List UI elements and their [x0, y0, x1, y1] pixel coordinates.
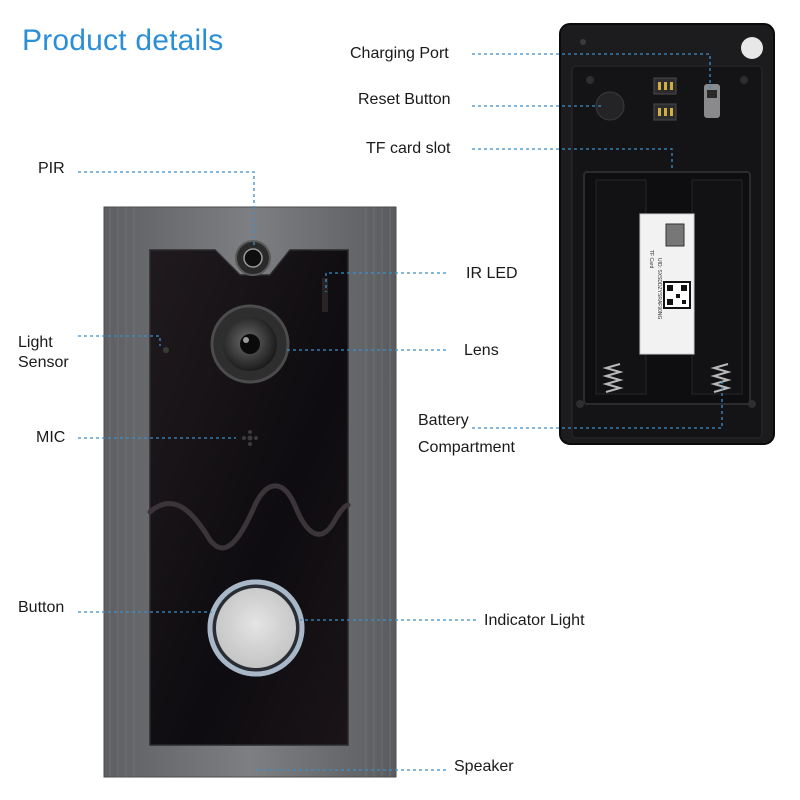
label-indicator-light: Indicator Light — [484, 612, 585, 629]
label-light-sensor: Light Sensor — [18, 333, 69, 373]
label-speaker: Speaker — [454, 758, 514, 775]
label-lens: Lens — [464, 342, 499, 359]
leader-pir — [78, 171, 255, 246]
card-brand: TF Card — [648, 250, 654, 269]
label-mic: MIC — [36, 429, 66, 446]
front-unit — [103, 206, 397, 778]
ir-led — [322, 278, 328, 312]
leader-tf-card — [472, 148, 673, 168]
sd-card-icon — [665, 223, 685, 247]
label-button: Button — [18, 599, 65, 616]
label-battery-compartment: Battery Compartment — [418, 407, 515, 461]
label-light-sensor-line1: Light — [18, 334, 53, 351]
bell-button — [216, 588, 296, 668]
page-title: Product details — [22, 24, 224, 57]
back-unit: TF Card UID: SXSDDZYSRAF90NG — [559, 23, 775, 445]
leader-lines — [78, 53, 723, 771]
leader-charging-port — [472, 53, 711, 90]
label-pir: PIR — [38, 160, 65, 177]
label-charging-port: Charging Port — [350, 45, 449, 62]
label-light-sensor-line2: Sensor — [18, 354, 69, 371]
usb-port — [704, 84, 720, 118]
label-battery-line2: Compartment — [418, 439, 515, 456]
panel-wave — [147, 483, 351, 551]
leader-battery — [472, 380, 723, 429]
reset-button — [595, 91, 625, 121]
light-sensor — [163, 347, 169, 353]
label-ir-led: IR LED — [466, 265, 518, 282]
card-uid: UID: SXSDDZYSRAF90NG — [656, 258, 662, 320]
label-reset-button: Reset Button — [358, 91, 451, 108]
leader-ir-led — [325, 272, 446, 292]
frame-texture — [109, 207, 391, 777]
indicator-ring — [207, 579, 305, 677]
label-battery-line1: Battery — [418, 412, 469, 429]
mic-hole — [242, 430, 258, 446]
label-tf-card-slot: TF card slot — [366, 140, 451, 157]
